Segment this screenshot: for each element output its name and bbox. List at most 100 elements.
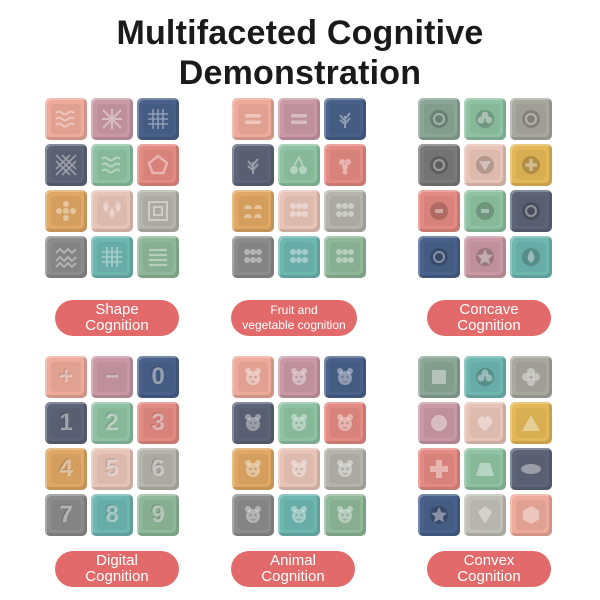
block-face bbox=[516, 104, 546, 134]
toy-block bbox=[91, 98, 133, 140]
block-face bbox=[143, 150, 173, 180]
block-face bbox=[143, 242, 173, 272]
toy-block: 8 bbox=[91, 494, 133, 536]
page-title-line2: Demonstration bbox=[178, 54, 422, 92]
block-face bbox=[470, 104, 500, 134]
toy-block: 9 bbox=[137, 494, 179, 536]
toy-block bbox=[137, 190, 179, 232]
toy-block bbox=[137, 98, 179, 140]
toy-block bbox=[418, 402, 460, 444]
toy-block bbox=[464, 190, 506, 232]
zigzag-pattern-icon bbox=[55, 247, 77, 269]
concave-cognition-blocks bbox=[418, 98, 552, 278]
block-face bbox=[470, 242, 500, 272]
toy-block: + bbox=[45, 356, 87, 398]
diamond-pattern-icon bbox=[103, 201, 121, 219]
block-face bbox=[284, 408, 314, 438]
block-face bbox=[238, 362, 268, 392]
equals-icon bbox=[291, 114, 307, 124]
toy-block bbox=[278, 190, 320, 232]
block-face bbox=[97, 242, 127, 272]
toy-block bbox=[232, 236, 274, 278]
block-face bbox=[284, 362, 314, 392]
toy-block bbox=[232, 356, 274, 398]
stripes-icon bbox=[149, 248, 167, 267]
concentric-squares-icon bbox=[148, 201, 168, 221]
toy-block: 0 bbox=[137, 356, 179, 398]
block-face bbox=[51, 150, 81, 180]
block-face: 8 bbox=[97, 500, 127, 530]
block-face bbox=[51, 104, 81, 134]
star-icon bbox=[430, 506, 448, 524]
oval-icon bbox=[521, 464, 541, 474]
toy-block bbox=[324, 494, 366, 536]
toy-block bbox=[418, 448, 460, 490]
plus-icon bbox=[430, 460, 448, 478]
leaf-icon bbox=[247, 158, 259, 174]
toy-block bbox=[278, 448, 320, 490]
toy-block bbox=[278, 494, 320, 536]
block-face: 0 bbox=[143, 362, 173, 392]
wave-pattern-icon bbox=[55, 110, 75, 128]
animal-icon bbox=[337, 414, 353, 431]
block-face bbox=[97, 196, 127, 226]
block-face bbox=[97, 104, 127, 134]
block-numeral: 3 bbox=[151, 409, 165, 436]
ring-square-icon bbox=[430, 202, 448, 220]
block-numeral: 5 bbox=[105, 455, 119, 482]
toy-block bbox=[464, 98, 506, 140]
block-face bbox=[424, 500, 454, 530]
block-face bbox=[330, 196, 360, 226]
label-line2: Cognition bbox=[457, 568, 521, 585]
block-face bbox=[470, 454, 500, 484]
toy-block bbox=[464, 236, 506, 278]
block-face: 7 bbox=[51, 500, 81, 530]
concave-cognition-label: Concave Cognition bbox=[427, 300, 551, 336]
block-face bbox=[424, 104, 454, 134]
dots-icon bbox=[290, 249, 308, 263]
toy-block bbox=[278, 356, 320, 398]
toy-block bbox=[137, 144, 179, 186]
toy-block bbox=[45, 190, 87, 232]
block-numeral: 7 bbox=[59, 501, 73, 528]
block-numeral: 8 bbox=[105, 501, 119, 528]
toy-block bbox=[464, 402, 506, 444]
label-line1: Shape bbox=[95, 301, 139, 318]
digital-cognition-label: Digital Cognition bbox=[55, 551, 179, 587]
block-face bbox=[470, 408, 500, 438]
block-face bbox=[238, 150, 268, 180]
block-face bbox=[238, 408, 268, 438]
block-numeral: 6 bbox=[151, 455, 165, 482]
toy-block bbox=[278, 402, 320, 444]
block-face bbox=[238, 242, 268, 272]
grid-pattern-icon bbox=[102, 247, 122, 267]
animal-icon bbox=[337, 368, 353, 385]
toy-block bbox=[418, 98, 460, 140]
toy-block bbox=[45, 98, 87, 140]
block-face bbox=[51, 242, 81, 272]
drop-icon bbox=[522, 248, 540, 266]
block-face bbox=[330, 150, 360, 180]
block-numeral: 9 bbox=[151, 501, 165, 528]
block-face bbox=[284, 454, 314, 484]
block-face bbox=[330, 454, 360, 484]
toy-block bbox=[324, 356, 366, 398]
toy-block: − bbox=[91, 356, 133, 398]
animal-cognition-label: Animal Cognition bbox=[231, 551, 355, 587]
leaf-icon bbox=[339, 112, 351, 128]
block-face: 5 bbox=[97, 454, 127, 484]
label-line2: Cognition bbox=[261, 568, 325, 585]
toy-block bbox=[418, 236, 460, 278]
convex-cognition-label: Convex Cognition bbox=[427, 551, 551, 587]
label-line1: Fruit and bbox=[270, 303, 318, 317]
block-face bbox=[238, 454, 268, 484]
toy-block bbox=[324, 98, 366, 140]
block-face bbox=[238, 500, 268, 530]
block-face: 3 bbox=[143, 408, 173, 438]
toy-block bbox=[464, 144, 506, 186]
convex-cognition-blocks bbox=[418, 356, 552, 536]
block-face bbox=[516, 150, 546, 180]
toy-block bbox=[324, 236, 366, 278]
toy-block bbox=[464, 494, 506, 536]
pentagon-icon bbox=[147, 154, 169, 175]
